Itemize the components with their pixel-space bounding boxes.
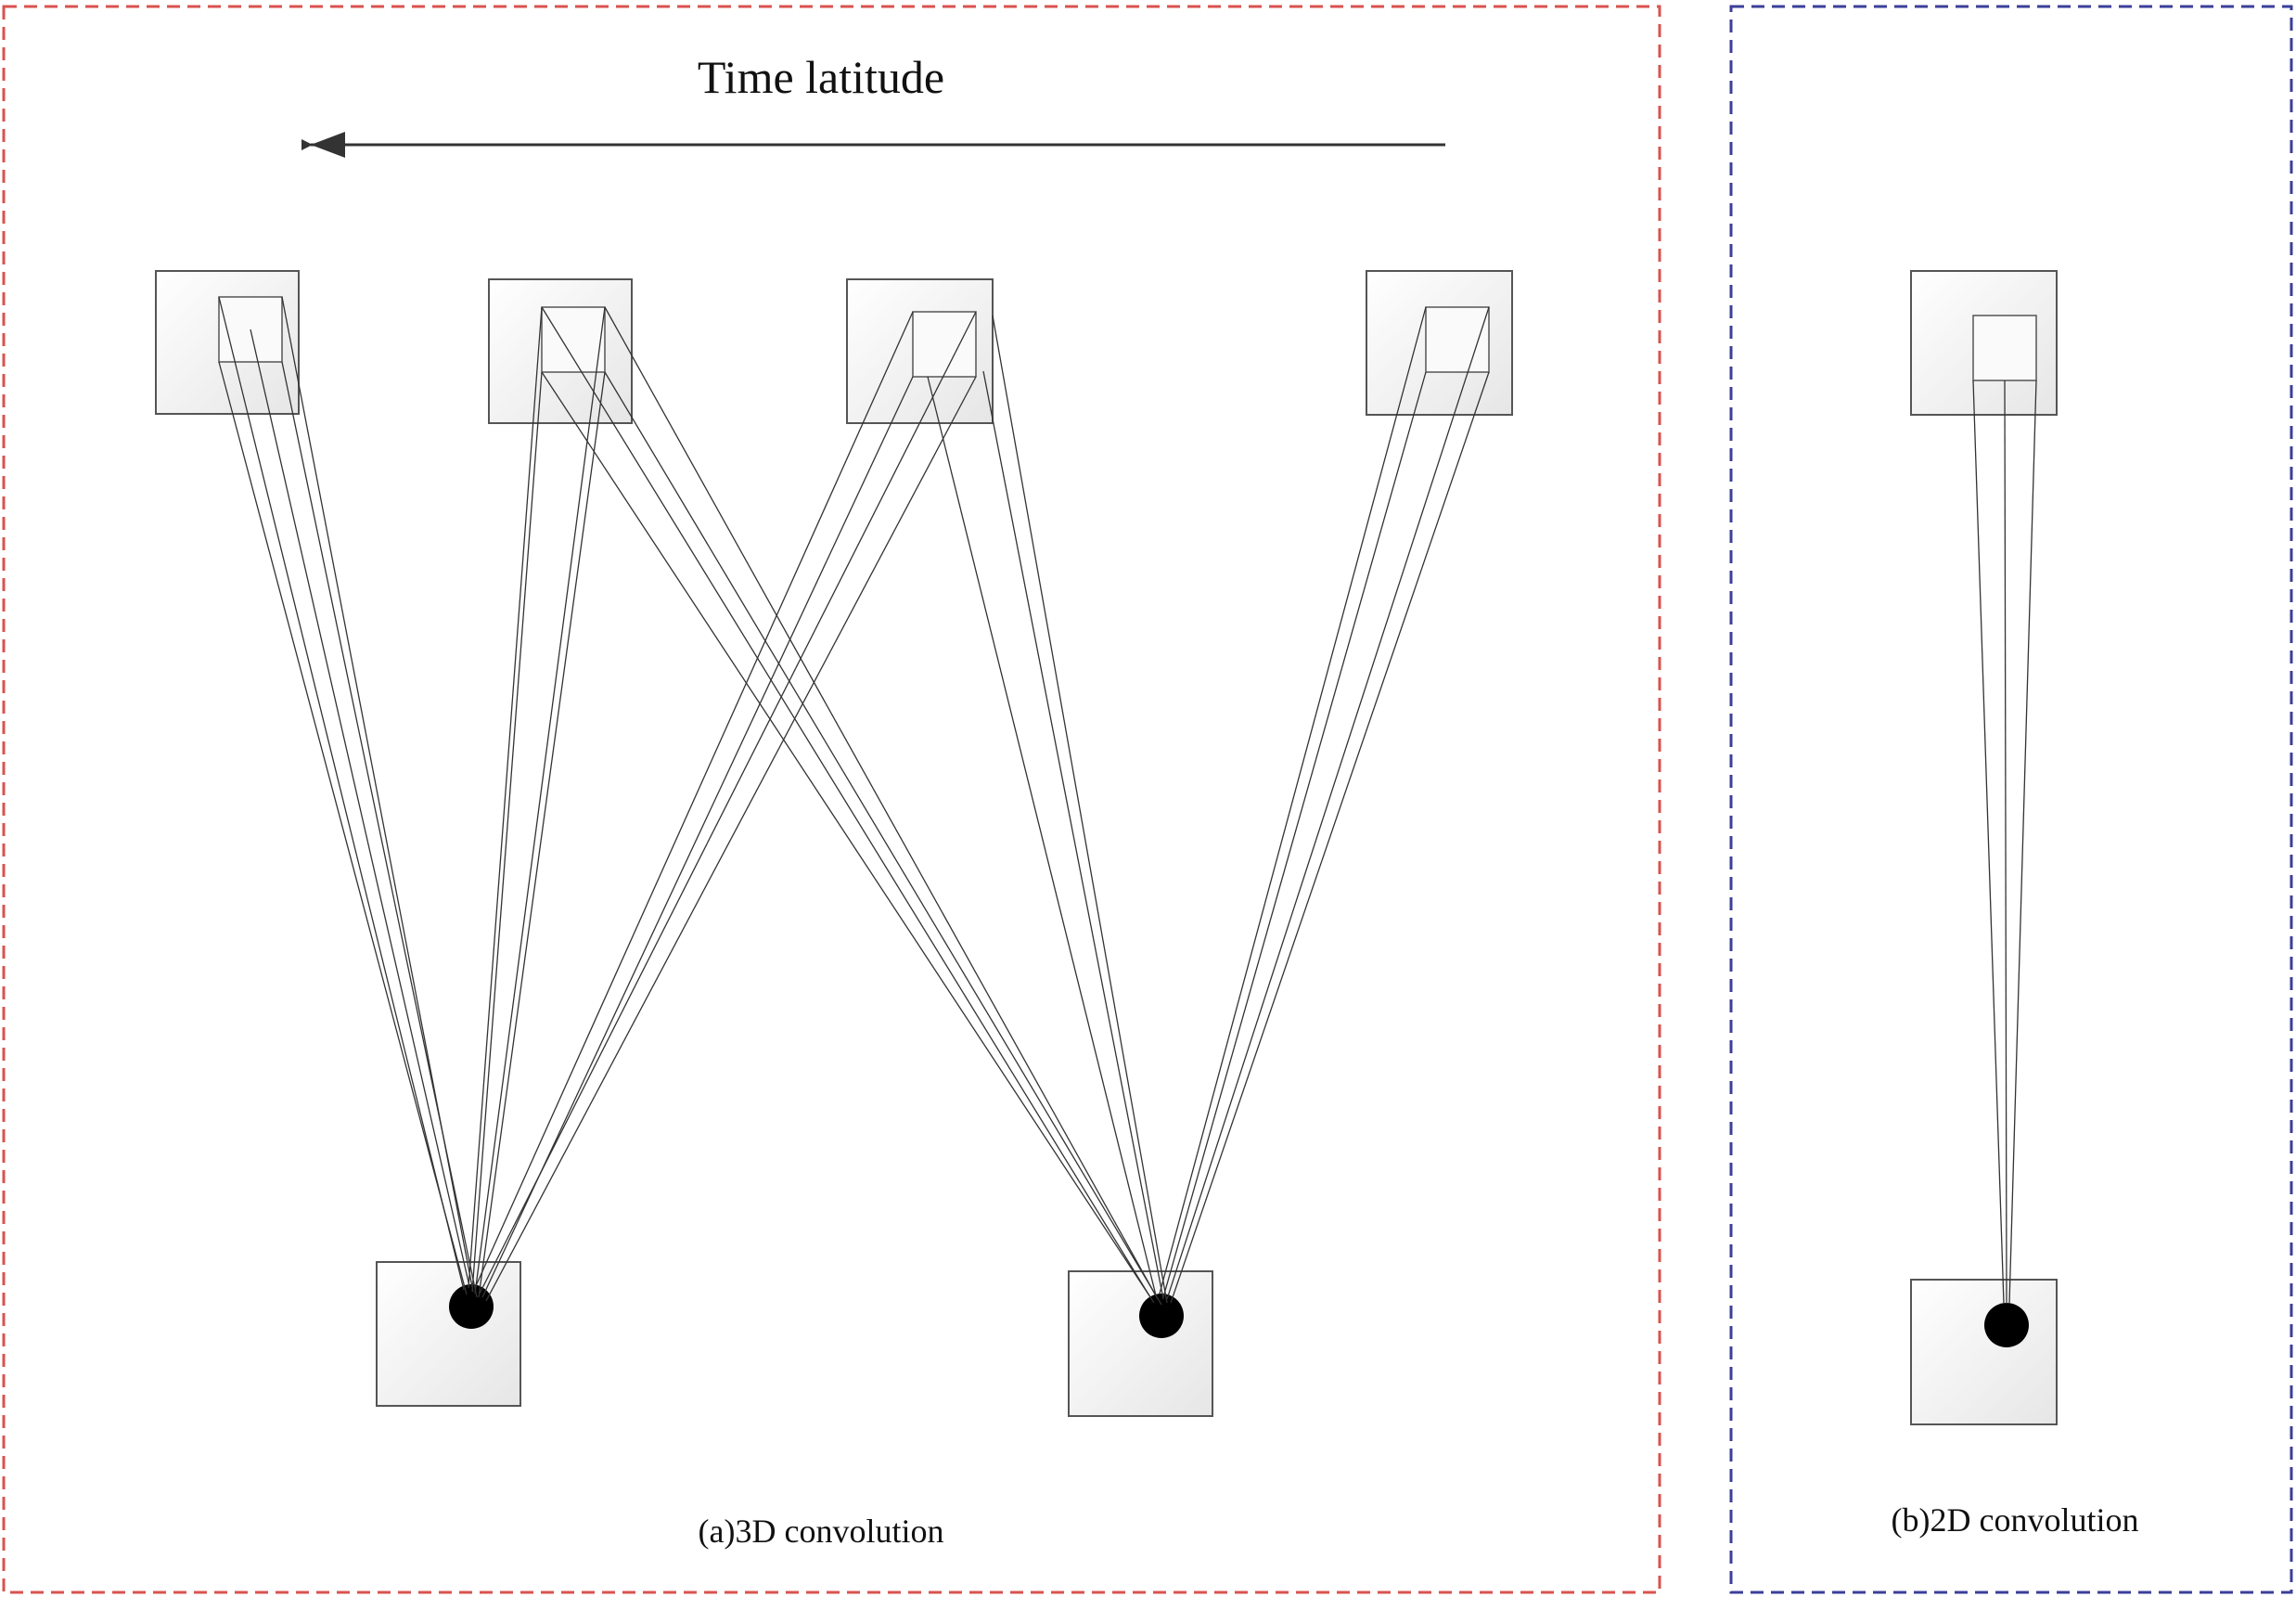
input-frame-2d bbox=[1910, 270, 2058, 416]
input-frame-3 bbox=[846, 278, 994, 424]
kernel-window bbox=[218, 296, 283, 363]
input-frame-4 bbox=[1366, 270, 1513, 416]
caption-3d-convolution: (a)3D convolution bbox=[699, 1513, 944, 1550]
time-latitude-label: Time latitude bbox=[698, 51, 944, 103]
connection-lines-3d bbox=[218, 296, 1490, 1306]
frame-3d-convolution bbox=[2, 5, 1661, 1594]
kernel-window bbox=[1425, 306, 1490, 373]
output-frame-1 bbox=[376, 1261, 521, 1407]
output-frame-2 bbox=[1068, 1270, 1213, 1417]
output-frame-2d bbox=[1910, 1279, 2058, 1425]
kernel-window bbox=[541, 306, 606, 373]
time-arrow-head bbox=[311, 132, 345, 158]
caption-2d-convolution: (b)2D convolution bbox=[1892, 1501, 2139, 1539]
output-neuron-dot bbox=[1984, 1303, 2029, 1347]
frame-2d-convolution bbox=[1729, 5, 2293, 1594]
output-neuron-dot bbox=[1139, 1294, 1184, 1338]
kernel-window bbox=[1972, 315, 2037, 381]
input-frame-2 bbox=[488, 278, 633, 424]
kernel-window bbox=[912, 311, 977, 378]
connection-lines-2d bbox=[1972, 380, 2037, 1305]
input-frame-1 bbox=[155, 270, 300, 415]
output-neuron-dot bbox=[449, 1284, 494, 1329]
